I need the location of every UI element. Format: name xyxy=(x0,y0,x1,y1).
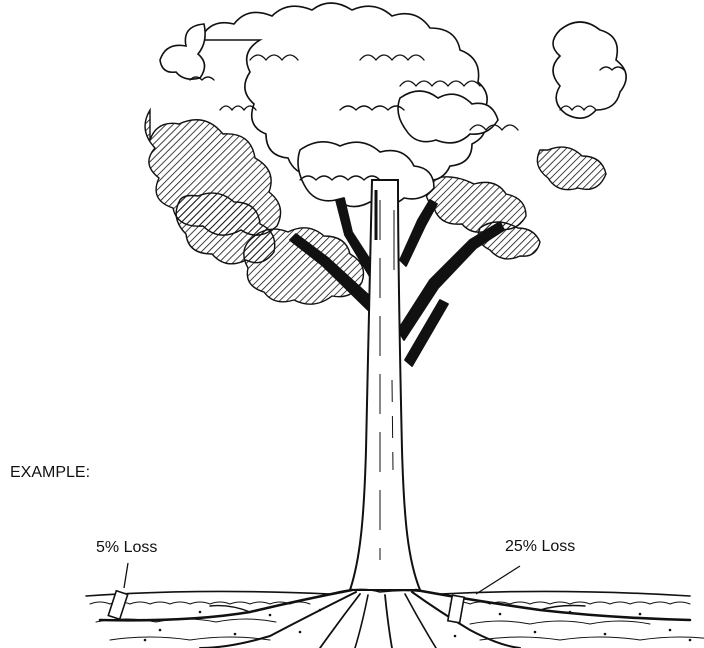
cut-marker-left xyxy=(108,563,128,619)
loss-label-right: 25% Loss xyxy=(505,539,575,555)
ground xyxy=(86,589,704,640)
loss-label-left: 5% Loss xyxy=(96,540,157,556)
example-label: EXAMPLE: xyxy=(10,465,90,481)
soil-dots xyxy=(119,609,692,642)
cut-marker-right xyxy=(448,566,520,623)
